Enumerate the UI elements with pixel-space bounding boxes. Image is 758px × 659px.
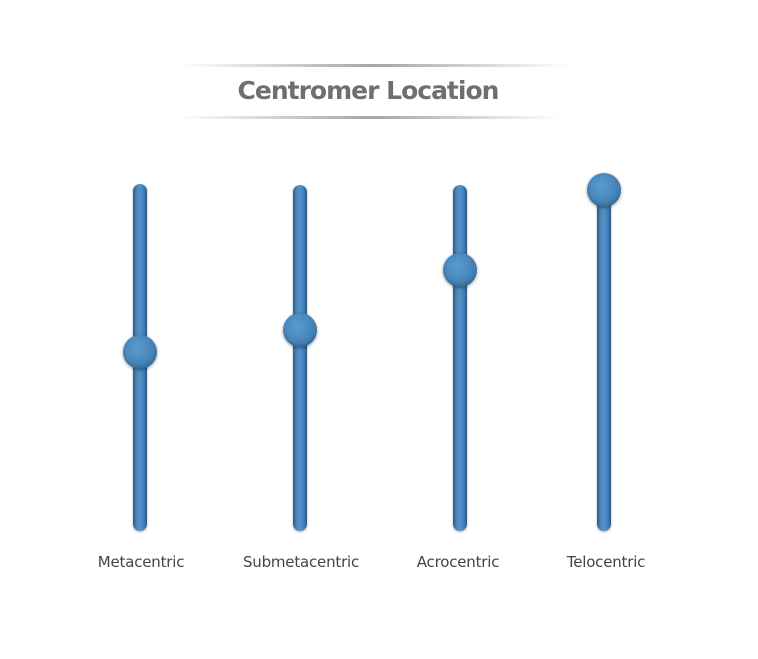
chromatid-bar [453, 185, 467, 531]
chromatid-bar [597, 182, 611, 531]
chromatid-bar [293, 185, 307, 531]
diagram-title: Centromer Location [237, 76, 500, 105]
chromosome-label-metacentric: Metacentric [97, 553, 185, 571]
centromere-dot [283, 313, 317, 347]
chromosome-label-acrocentric: Acrocentric [416, 553, 500, 571]
chromosome-label-submetacentric: Submetacentric [242, 553, 360, 571]
centromere-dot [587, 173, 621, 207]
chromosome-label-telocentric: Telocentric [566, 553, 646, 571]
title-bottom-rule [178, 116, 562, 119]
title-top-rule [180, 64, 570, 67]
centromere-dot [443, 253, 477, 287]
centromere-dot [123, 335, 157, 369]
